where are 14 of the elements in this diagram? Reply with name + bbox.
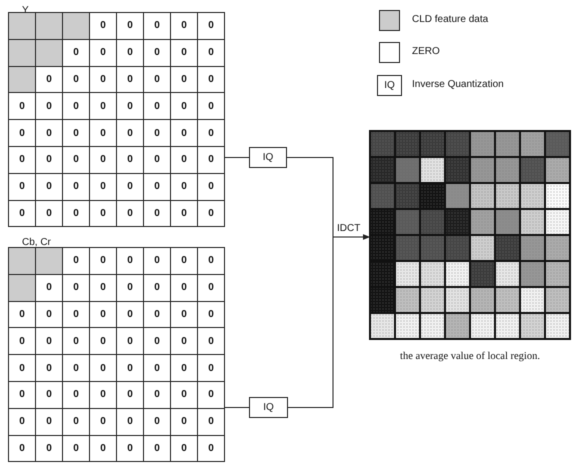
coefficient-cell: 0 xyxy=(197,434,225,462)
legend-sample-box: IQ xyxy=(377,75,402,96)
process-box: IQ xyxy=(249,397,288,418)
arrow xyxy=(288,234,370,408)
legend-text: CLD feature data xyxy=(412,14,488,25)
node-label: the average value of local region. xyxy=(399,351,541,362)
block-mosaic-drawing xyxy=(370,131,570,339)
legend-text: ZERO xyxy=(412,46,440,57)
process-box: IQ xyxy=(249,147,287,168)
connector-line xyxy=(224,407,250,408)
edge-label: IDCT xyxy=(336,223,362,234)
coefficient-cell: 0 xyxy=(197,200,225,228)
connector-line xyxy=(224,157,250,158)
legend-text: Inverse Quantization xyxy=(412,79,504,90)
